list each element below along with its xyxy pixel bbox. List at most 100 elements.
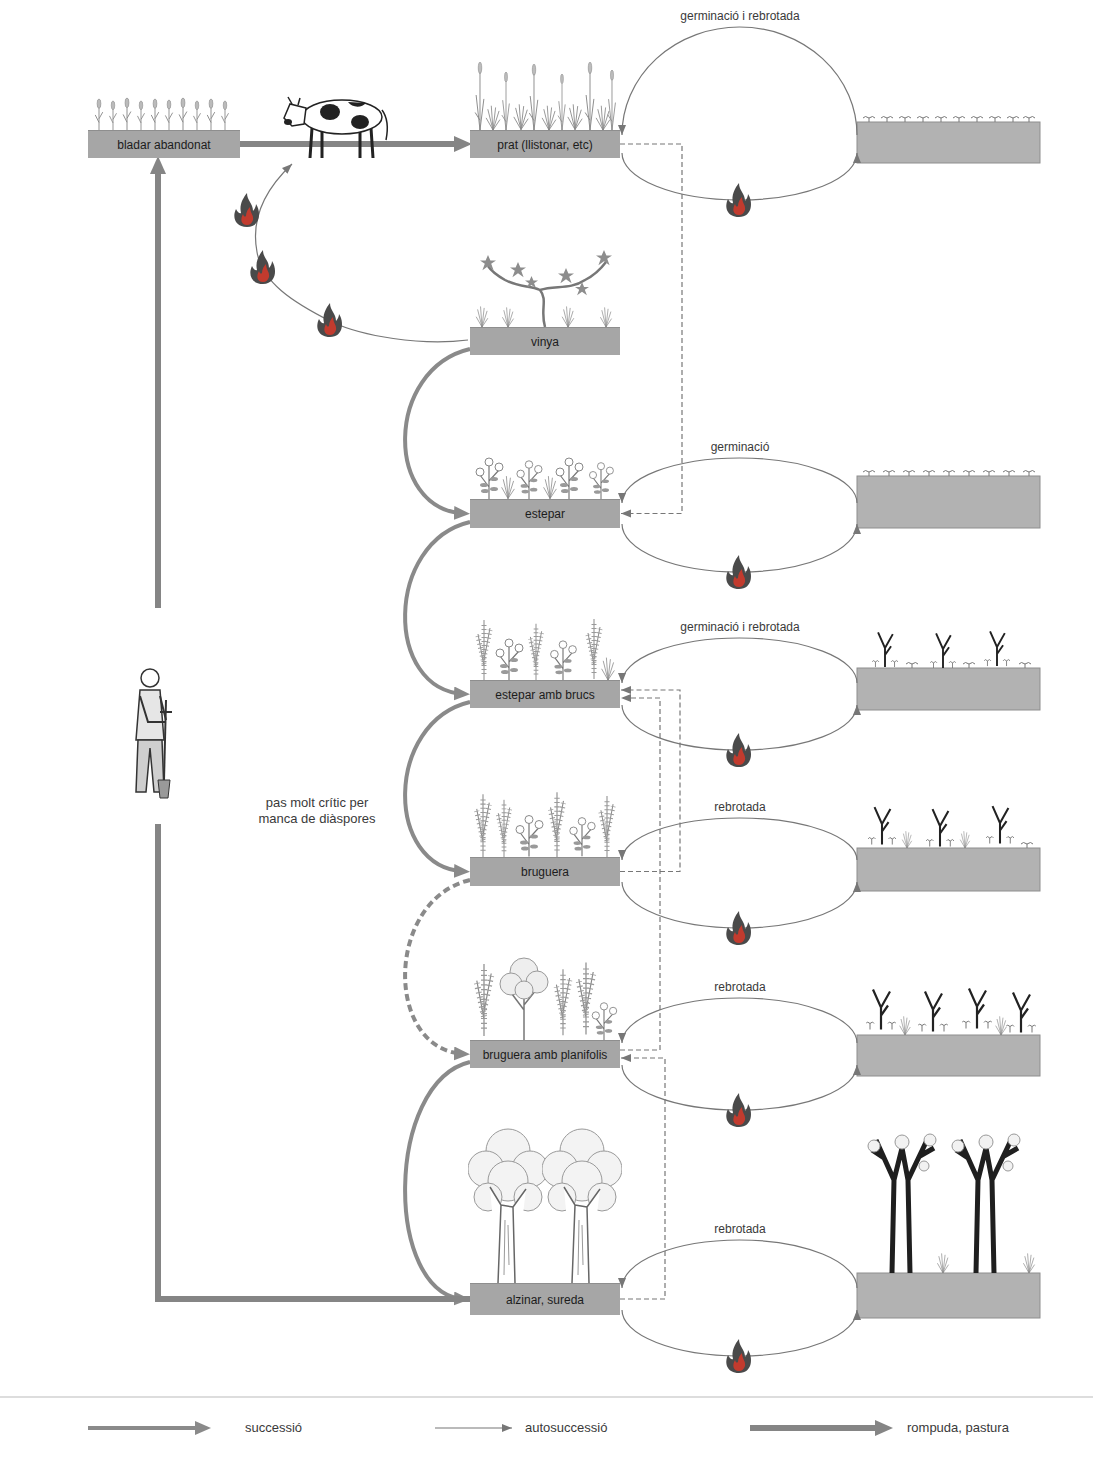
cycle-label: germinació i rebrotada bbox=[677, 8, 802, 24]
illustration-part bbox=[498, 800, 509, 857]
illustration-part bbox=[917, 117, 929, 123]
illustration-part bbox=[502, 307, 513, 327]
illustration-part bbox=[601, 796, 613, 857]
illustration-part bbox=[726, 911, 751, 945]
illustration-part bbox=[123, 98, 131, 130]
illustration-part bbox=[726, 1093, 751, 1127]
illustration-part bbox=[622, 638, 857, 683]
illustration-part bbox=[903, 471, 915, 477]
band-label: alzinar, sureda bbox=[506, 1293, 584, 1307]
wheat-field bbox=[95, 98, 228, 130]
illustration-part bbox=[500, 958, 548, 1040]
illustration-part bbox=[468, 1129, 548, 1283]
illustration-part bbox=[525, 276, 538, 288]
illustration-part bbox=[726, 183, 751, 217]
band-label: bruguera amb planifolis bbox=[483, 1048, 608, 1062]
illustration-part bbox=[857, 668, 1040, 710]
heath-with-broadleaves bbox=[477, 958, 617, 1040]
illustration-part bbox=[918, 992, 948, 1032]
cycle-label: germinació i rebrotada bbox=[677, 619, 802, 635]
vegetation-band: alzinar, sureda bbox=[470, 1283, 620, 1315]
vegetation-band: bladar abandonat bbox=[88, 130, 240, 158]
illustration-part bbox=[866, 990, 896, 1030]
illustration-part bbox=[542, 106, 556, 130]
illustration-part bbox=[95, 99, 103, 130]
illustration-part bbox=[622, 998, 857, 1043]
succession-arrow bbox=[405, 522, 470, 694]
illustration-part bbox=[726, 555, 751, 589]
illustration-part bbox=[622, 818, 857, 860]
illustration-part bbox=[0, 1397, 1093, 1398]
cow-figure bbox=[284, 97, 387, 158]
succession-arrow bbox=[405, 702, 470, 872]
illustration-part bbox=[151, 99, 159, 130]
illustration-part bbox=[937, 1253, 948, 1273]
illustration-part bbox=[857, 848, 1040, 891]
illustration-part bbox=[488, 262, 606, 327]
illustration-part bbox=[351, 115, 369, 129]
illustration-part bbox=[960, 831, 970, 848]
illustration-part bbox=[930, 633, 956, 668]
illustration-part bbox=[963, 471, 975, 477]
illustration-part bbox=[579, 962, 593, 1034]
illustration-part bbox=[726, 1339, 751, 1373]
illustration-part bbox=[207, 99, 215, 130]
illustration-part bbox=[902, 831, 912, 848]
burned-ground bbox=[857, 122, 1040, 1318]
band-label: estepar bbox=[525, 507, 565, 521]
holm-oak-forest bbox=[468, 1129, 622, 1283]
band-label: bruguera bbox=[521, 865, 569, 879]
illustration-part bbox=[622, 1240, 857, 1288]
illustration-part bbox=[234, 193, 259, 227]
illustration-part bbox=[962, 989, 992, 1029]
illustration-part bbox=[158, 780, 170, 798]
illustration-part bbox=[475, 62, 484, 130]
illustration-part bbox=[868, 807, 896, 844]
illustration-part bbox=[857, 1035, 1040, 1076]
illustration-part bbox=[588, 619, 600, 679]
illustration-part bbox=[221, 101, 228, 130]
illustration-part bbox=[544, 476, 557, 498]
illustration-part bbox=[551, 792, 564, 857]
band-label: vinya bbox=[531, 335, 559, 349]
illustration-part bbox=[435, 1427, 512, 1428]
illustration-part bbox=[348, 102, 366, 107]
fire-symbol bbox=[234, 193, 342, 337]
illustration-part bbox=[529, 64, 537, 130]
illustration-part bbox=[496, 639, 523, 680]
farmer-figure bbox=[116, 608, 200, 824]
cycle-label: rebrotada bbox=[711, 979, 768, 995]
illustration-part bbox=[568, 104, 582, 129]
illustration-part bbox=[476, 306, 488, 327]
illustration-part bbox=[726, 733, 751, 767]
illustration-part bbox=[551, 641, 577, 680]
illustration-part bbox=[872, 632, 898, 667]
illustration-part bbox=[868, 1134, 936, 1273]
illustration-part bbox=[556, 458, 583, 499]
legend-text: successió bbox=[245, 1420, 302, 1436]
illustration-part bbox=[284, 104, 306, 126]
illustration-part bbox=[863, 117, 875, 123]
illustration-part bbox=[179, 98, 187, 130]
illustration-part bbox=[317, 303, 342, 337]
illustration-part bbox=[88, 1426, 205, 1430]
illustration-part bbox=[502, 476, 515, 498]
illustration-part bbox=[1021, 843, 1033, 849]
rockrose-scrub bbox=[476, 458, 613, 499]
illustration-part bbox=[517, 461, 542, 499]
illustration-part bbox=[935, 117, 947, 123]
cycle-label: rebrotada bbox=[711, 1221, 768, 1237]
illustration-part bbox=[602, 658, 615, 680]
band-label: prat (llistonar, etc) bbox=[497, 138, 592, 152]
illustration-part bbox=[480, 255, 496, 270]
illustration-part bbox=[510, 262, 526, 277]
illustration-part bbox=[514, 104, 528, 129]
illustration-part bbox=[141, 669, 159, 687]
clearing-arrow bbox=[158, 164, 470, 1299]
illustration-part bbox=[952, 1134, 1020, 1273]
illustration-part bbox=[900, 1016, 911, 1035]
cycle-arrows bbox=[622, 27, 857, 1356]
illustration-part bbox=[1019, 663, 1031, 669]
